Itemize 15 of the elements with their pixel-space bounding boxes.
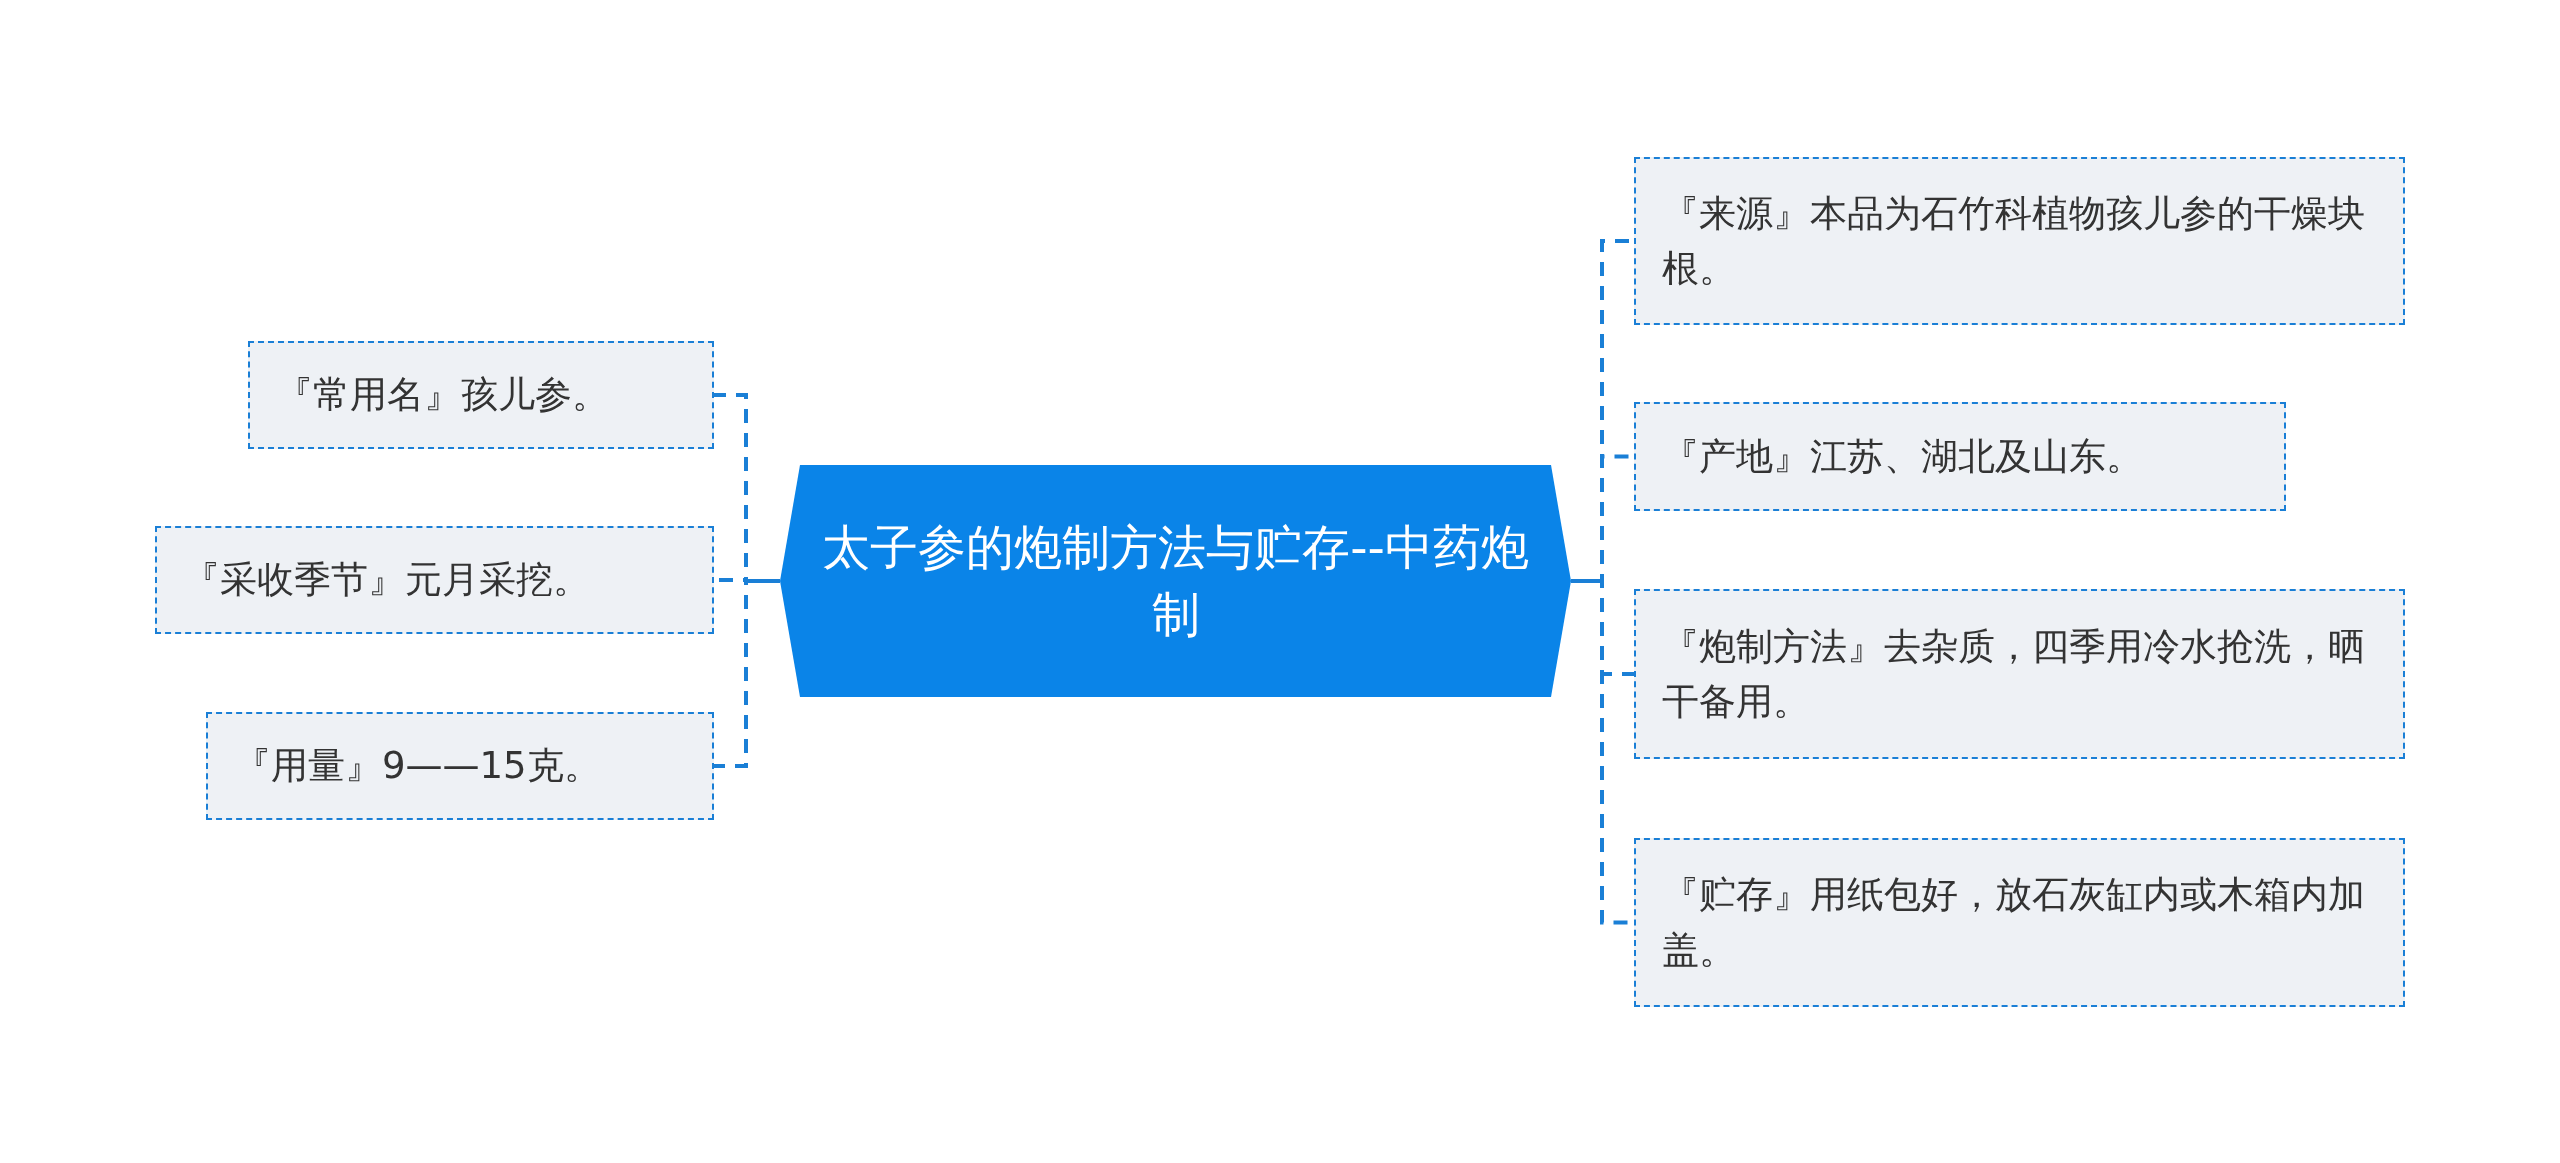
topic-box	[248, 341, 714, 449]
topic-text: 『炮制方法』去杂质，四季用冷水抢洗，晒干备用。	[1662, 623, 2366, 725]
topic-box	[1634, 157, 2405, 325]
topic-text: 『常用名』孩儿参。	[276, 372, 609, 419]
topic-text: 『产地』江苏、湖北及山东。	[1662, 433, 2143, 480]
topic-box	[155, 526, 714, 634]
topic-text: 太子参的炮制方法与贮存--中药炮制	[821, 517, 1530, 644]
topic-box	[1634, 838, 2405, 1007]
topic-box	[206, 712, 714, 820]
topic-text: 『用量』9——15克。	[234, 743, 601, 790]
topic-text: 『采收季节』元月采挖。	[183, 557, 590, 604]
topic-text: 『贮存』用纸包好，放石灰缸内或木箱内加盖。	[1662, 872, 2366, 974]
topic-text: 『来源』本品为石竹科植物孩儿参的干燥块根。	[1662, 190, 2366, 292]
topic-box	[1634, 402, 2286, 511]
topic-box	[1634, 589, 2405, 759]
